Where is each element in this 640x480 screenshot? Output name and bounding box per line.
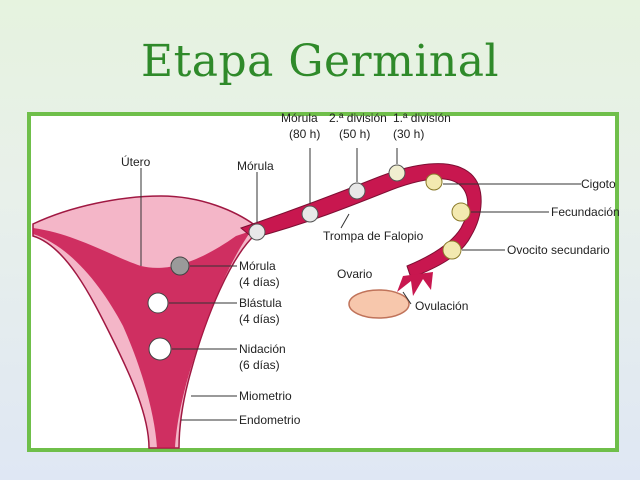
label-blastula-time: (4 días) bbox=[239, 312, 280, 326]
label-morula-4d: Mórula bbox=[239, 259, 276, 273]
label-nidacion: Nidación bbox=[239, 342, 286, 356]
cell-morula-tube bbox=[248, 223, 266, 241]
cell-cigoto bbox=[425, 173, 443, 191]
cell-fecundacion bbox=[451, 202, 471, 222]
label-cigoto: Cigoto bbox=[581, 177, 616, 191]
slide-title: Etapa Germinal bbox=[140, 36, 500, 87]
cell-division2 bbox=[348, 182, 366, 200]
label-division1: 1.ª división bbox=[393, 111, 451, 125]
label-morula-4d-time: (4 días) bbox=[239, 275, 280, 289]
label-morula-80h-time: (80 h) bbox=[289, 127, 320, 141]
fallopian-tube bbox=[239, 163, 482, 279]
label-blastula: Blástula bbox=[239, 296, 282, 310]
ovary bbox=[348, 289, 410, 319]
label-endometrio: Endometrio bbox=[239, 413, 301, 427]
cell-blastula bbox=[147, 292, 169, 314]
endometrium bbox=[33, 228, 251, 448]
label-nidacion-time: (6 días) bbox=[239, 358, 280, 372]
label-division2-time: (50 h) bbox=[339, 127, 370, 141]
label-ovocito: Ovocito secundario bbox=[507, 243, 610, 257]
label-ovario: Ovario bbox=[337, 267, 373, 281]
label-ovulacion: Ovulación bbox=[415, 299, 468, 313]
uterus-diagram: Útero Mórula Mórula (80 h) 2.ª división … bbox=[32, 111, 620, 449]
label-division2: 2.ª división bbox=[329, 111, 387, 125]
label-utero: Útero bbox=[121, 154, 151, 169]
label-miometrio: Miometrio bbox=[239, 389, 292, 403]
fimbriae bbox=[397, 272, 433, 296]
label-division1-time: (30 h) bbox=[393, 127, 424, 141]
leader-lines bbox=[140, 148, 581, 421]
diagram-frame: Útero Mórula Mórula (80 h) 2.ª división … bbox=[27, 111, 620, 452]
cell-nidacion bbox=[148, 337, 172, 361]
cell-morula-4d bbox=[170, 256, 190, 276]
label-morula-tube: Mórula bbox=[237, 159, 274, 173]
label-trompa: Trompa de Falopio bbox=[323, 229, 424, 243]
label-fecundacion: Fecundación bbox=[551, 205, 620, 219]
cell-division1 bbox=[388, 164, 406, 182]
cell-ovocito bbox=[442, 240, 462, 260]
cell-morula-80h bbox=[301, 205, 319, 223]
label-morula-80h: Mórula bbox=[281, 111, 318, 125]
